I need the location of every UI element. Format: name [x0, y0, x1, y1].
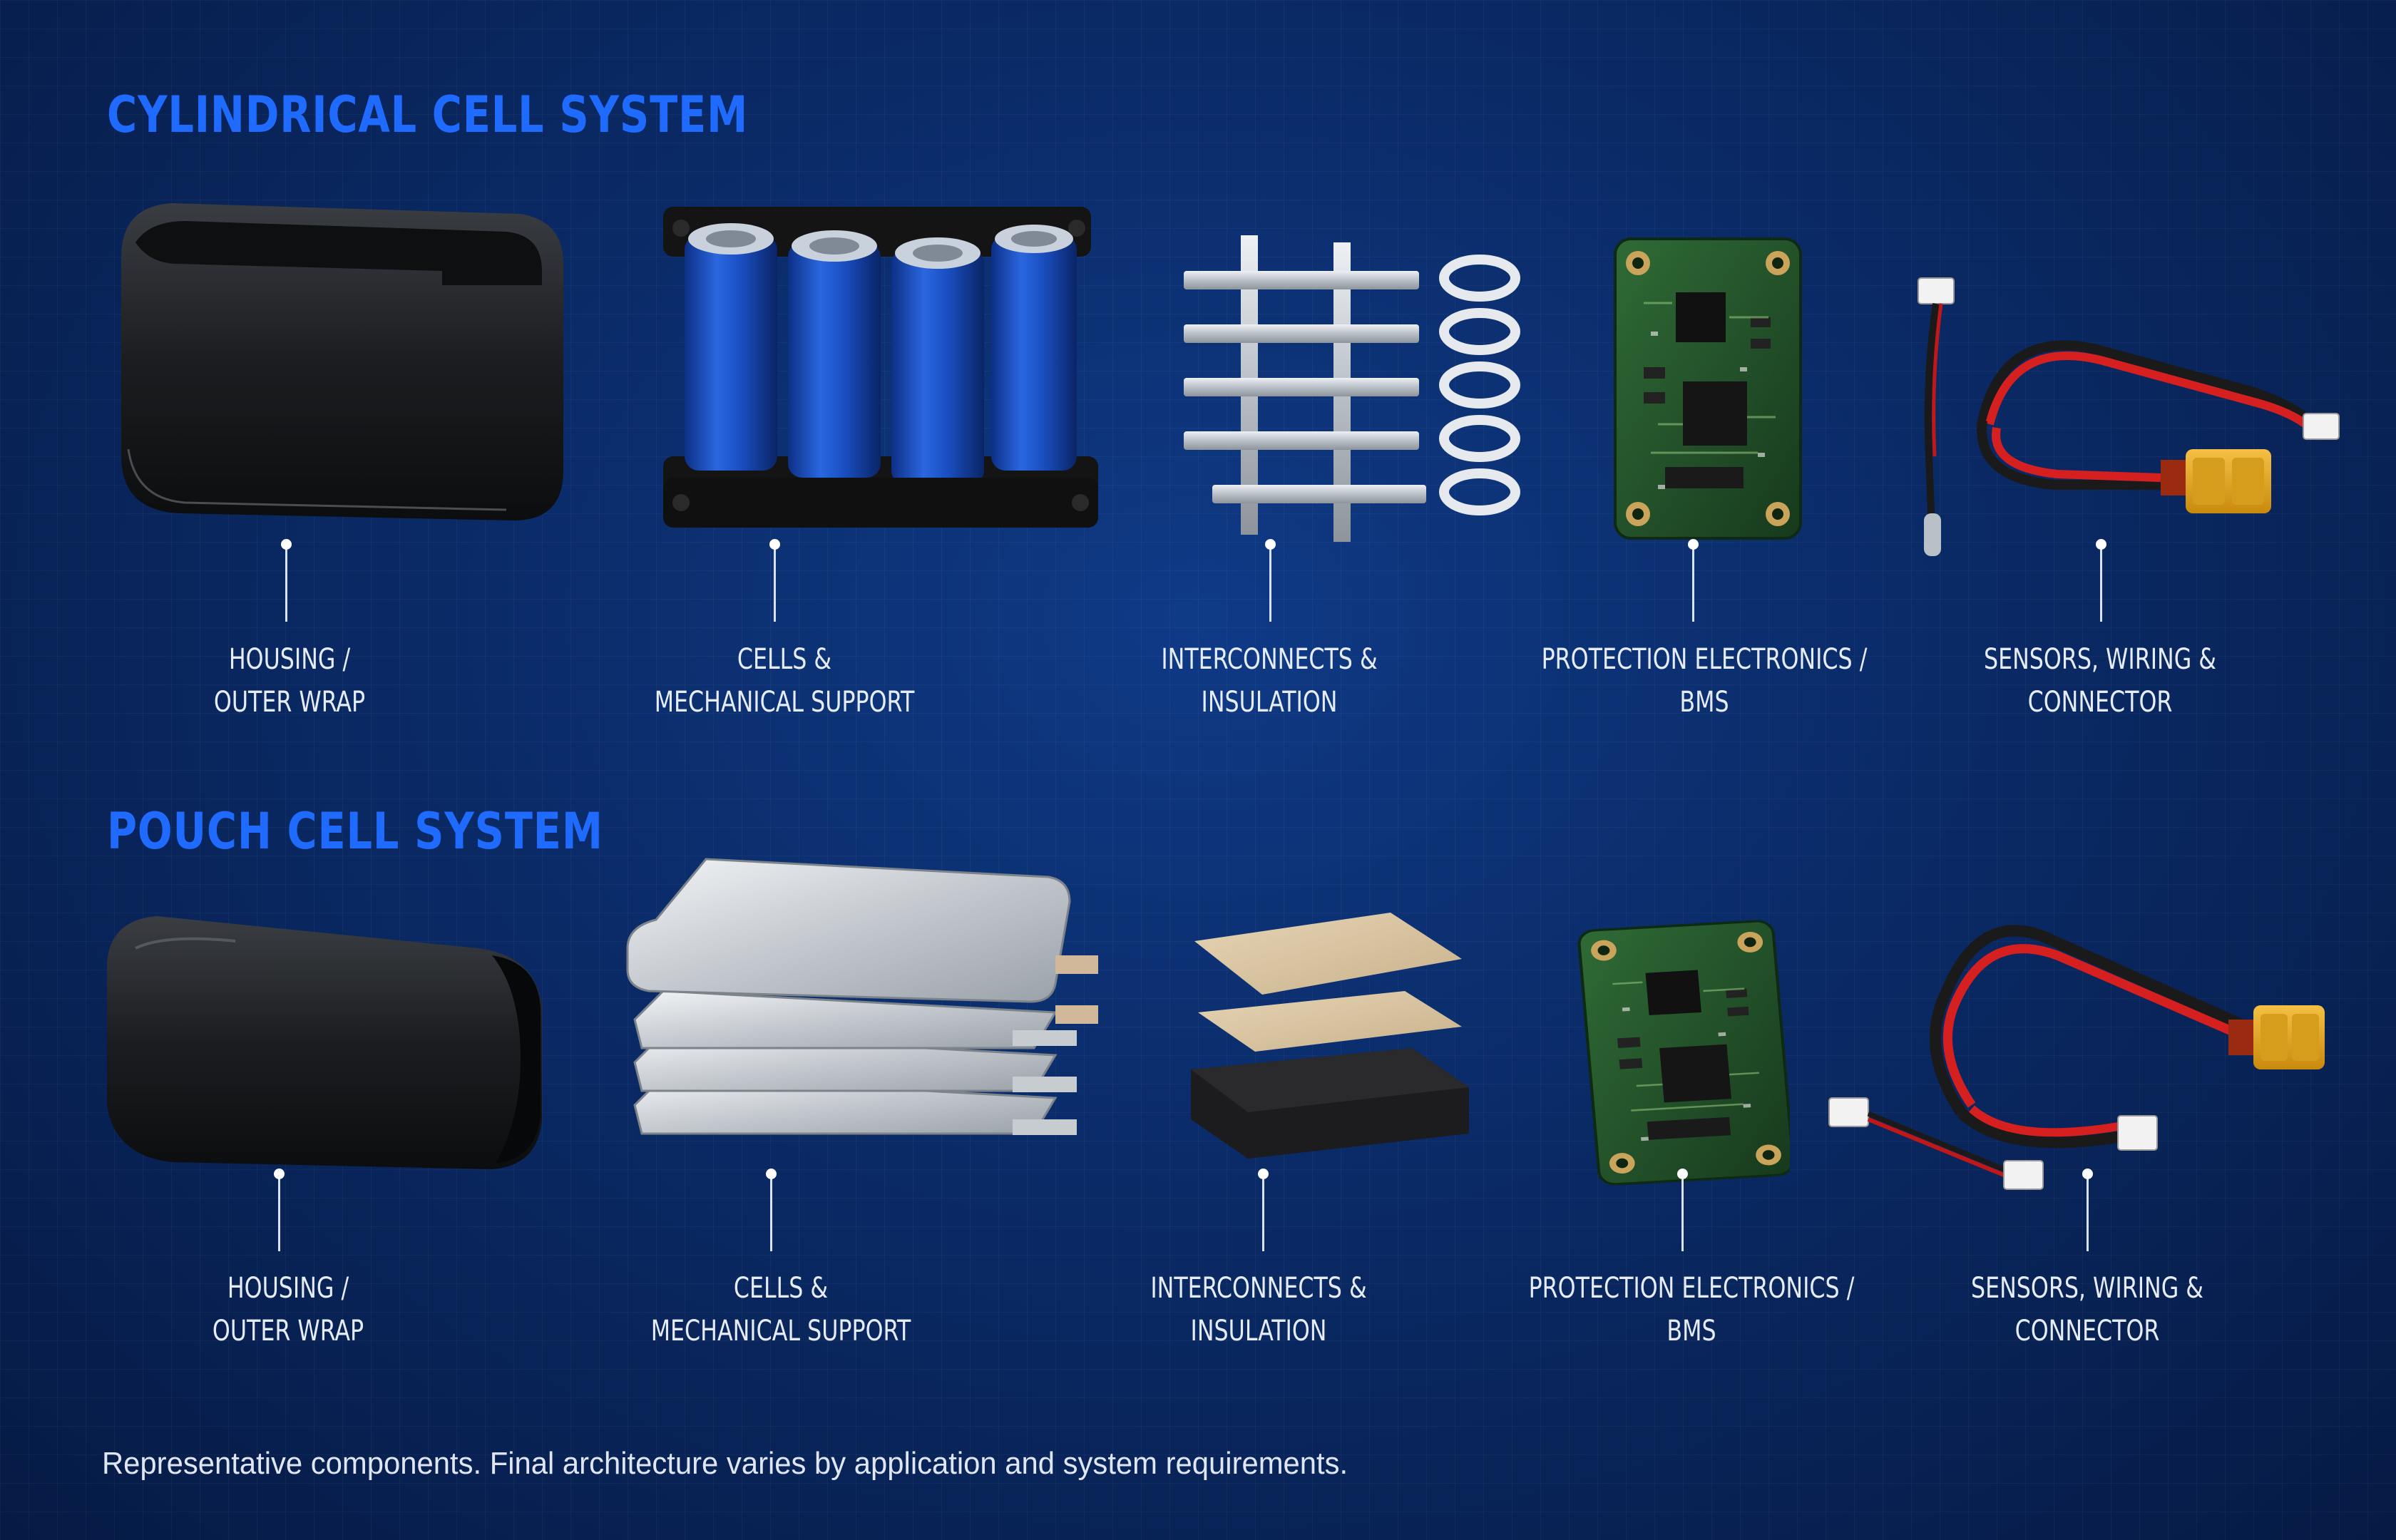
- label-line: CONNECTOR: [2014, 1315, 2160, 1348]
- component-label-cells: CELLS & MECHANICAL SUPPORT: [618, 1267, 944, 1352]
- label-line: CONNECTOR: [2027, 686, 2173, 719]
- bms-board-icon: [1614, 237, 1802, 540]
- cylindrical-cells-icon: [663, 207, 1098, 528]
- label-line: INSULATION: [1190, 1315, 1327, 1348]
- leader-line: [1265, 539, 1276, 622]
- component-label-interconnects: INTERCONNECTS & INSULATION: [1095, 1267, 1422, 1352]
- component-label-cells: CELLS & MECHANICAL SUPPORT: [621, 638, 948, 724]
- label-line: OUTER WRAP: [212, 1315, 364, 1348]
- label-line: HOUSING /: [228, 643, 351, 676]
- component-label-housing: HOUSING / OUTER WRAP: [125, 1267, 451, 1352]
- component-label-sensors: SENSORS, WIRING & CONNECTOR: [1937, 638, 2263, 724]
- nickel-strips-icon: [1184, 235, 1520, 542]
- bms-board-icon: [1576, 920, 1790, 1191]
- label-line: INSULATION: [1201, 686, 1338, 719]
- label-line: BMS: [1679, 686, 1729, 719]
- label-line: BMS: [1667, 1315, 1716, 1348]
- leader-line: [2096, 539, 2106, 622]
- wiring-connector-icon: [1918, 277, 2340, 556]
- label-line: SENSORS, WIRING &: [1983, 643, 2217, 676]
- shrink-wrap-icon: [107, 916, 542, 1169]
- label-line: MECHANICAL SUPPORT: [650, 1315, 911, 1348]
- leader-line: [769, 539, 780, 622]
- component-label-housing: HOUSING / OUTER WRAP: [126, 638, 453, 724]
- leader-line: [766, 1169, 777, 1251]
- wiring-connector-icon: [1828, 925, 2325, 1190]
- label-line: OUTER WRAP: [213, 686, 366, 719]
- label-line: HOUSING /: [227, 1272, 349, 1305]
- component-label-sensors: SENSORS, WIRING & CONNECTOR: [1924, 1267, 2251, 1352]
- leader-line: [1677, 1169, 1688, 1251]
- label-line: PROTECTION ELECTRONICS /: [1528, 1272, 1855, 1305]
- component-label-bms: PROTECTION ELECTRONICS / BMS: [1541, 638, 1868, 724]
- housing-icon: [121, 203, 563, 520]
- insulation-sheets-icon: [1191, 913, 1469, 1159]
- leader-line: [1258, 1169, 1269, 1251]
- label-line: SENSORS, WIRING &: [1970, 1272, 2204, 1305]
- section-title-pouch: POUCH CELL SYSTEM: [107, 802, 603, 861]
- leader-line: [2082, 1169, 2093, 1251]
- label-line: INTERCONNECTS &: [1150, 1272, 1367, 1305]
- leader-line: [1688, 539, 1699, 622]
- pouch-cells-icon: [626, 858, 1098, 1135]
- label-line: CELLS &: [737, 643, 832, 676]
- label-line: PROTECTION ELECTRONICS /: [1541, 643, 1868, 676]
- leader-line: [281, 539, 292, 622]
- label-line: MECHANICAL SUPPORT: [654, 686, 915, 719]
- section-title-cylindrical: CYLINDRICAL CELL SYSTEM: [107, 86, 749, 144]
- leader-line: [274, 1169, 285, 1251]
- component-label-interconnects: INTERCONNECTS & INSULATION: [1106, 638, 1433, 724]
- component-label-bms: PROTECTION ELECTRONICS / BMS: [1528, 1267, 1855, 1352]
- label-line: CELLS &: [733, 1272, 829, 1305]
- label-line: INTERCONNECTS &: [1161, 643, 1378, 676]
- footer-note: Representative components. Final archite…: [102, 1446, 1348, 1481]
